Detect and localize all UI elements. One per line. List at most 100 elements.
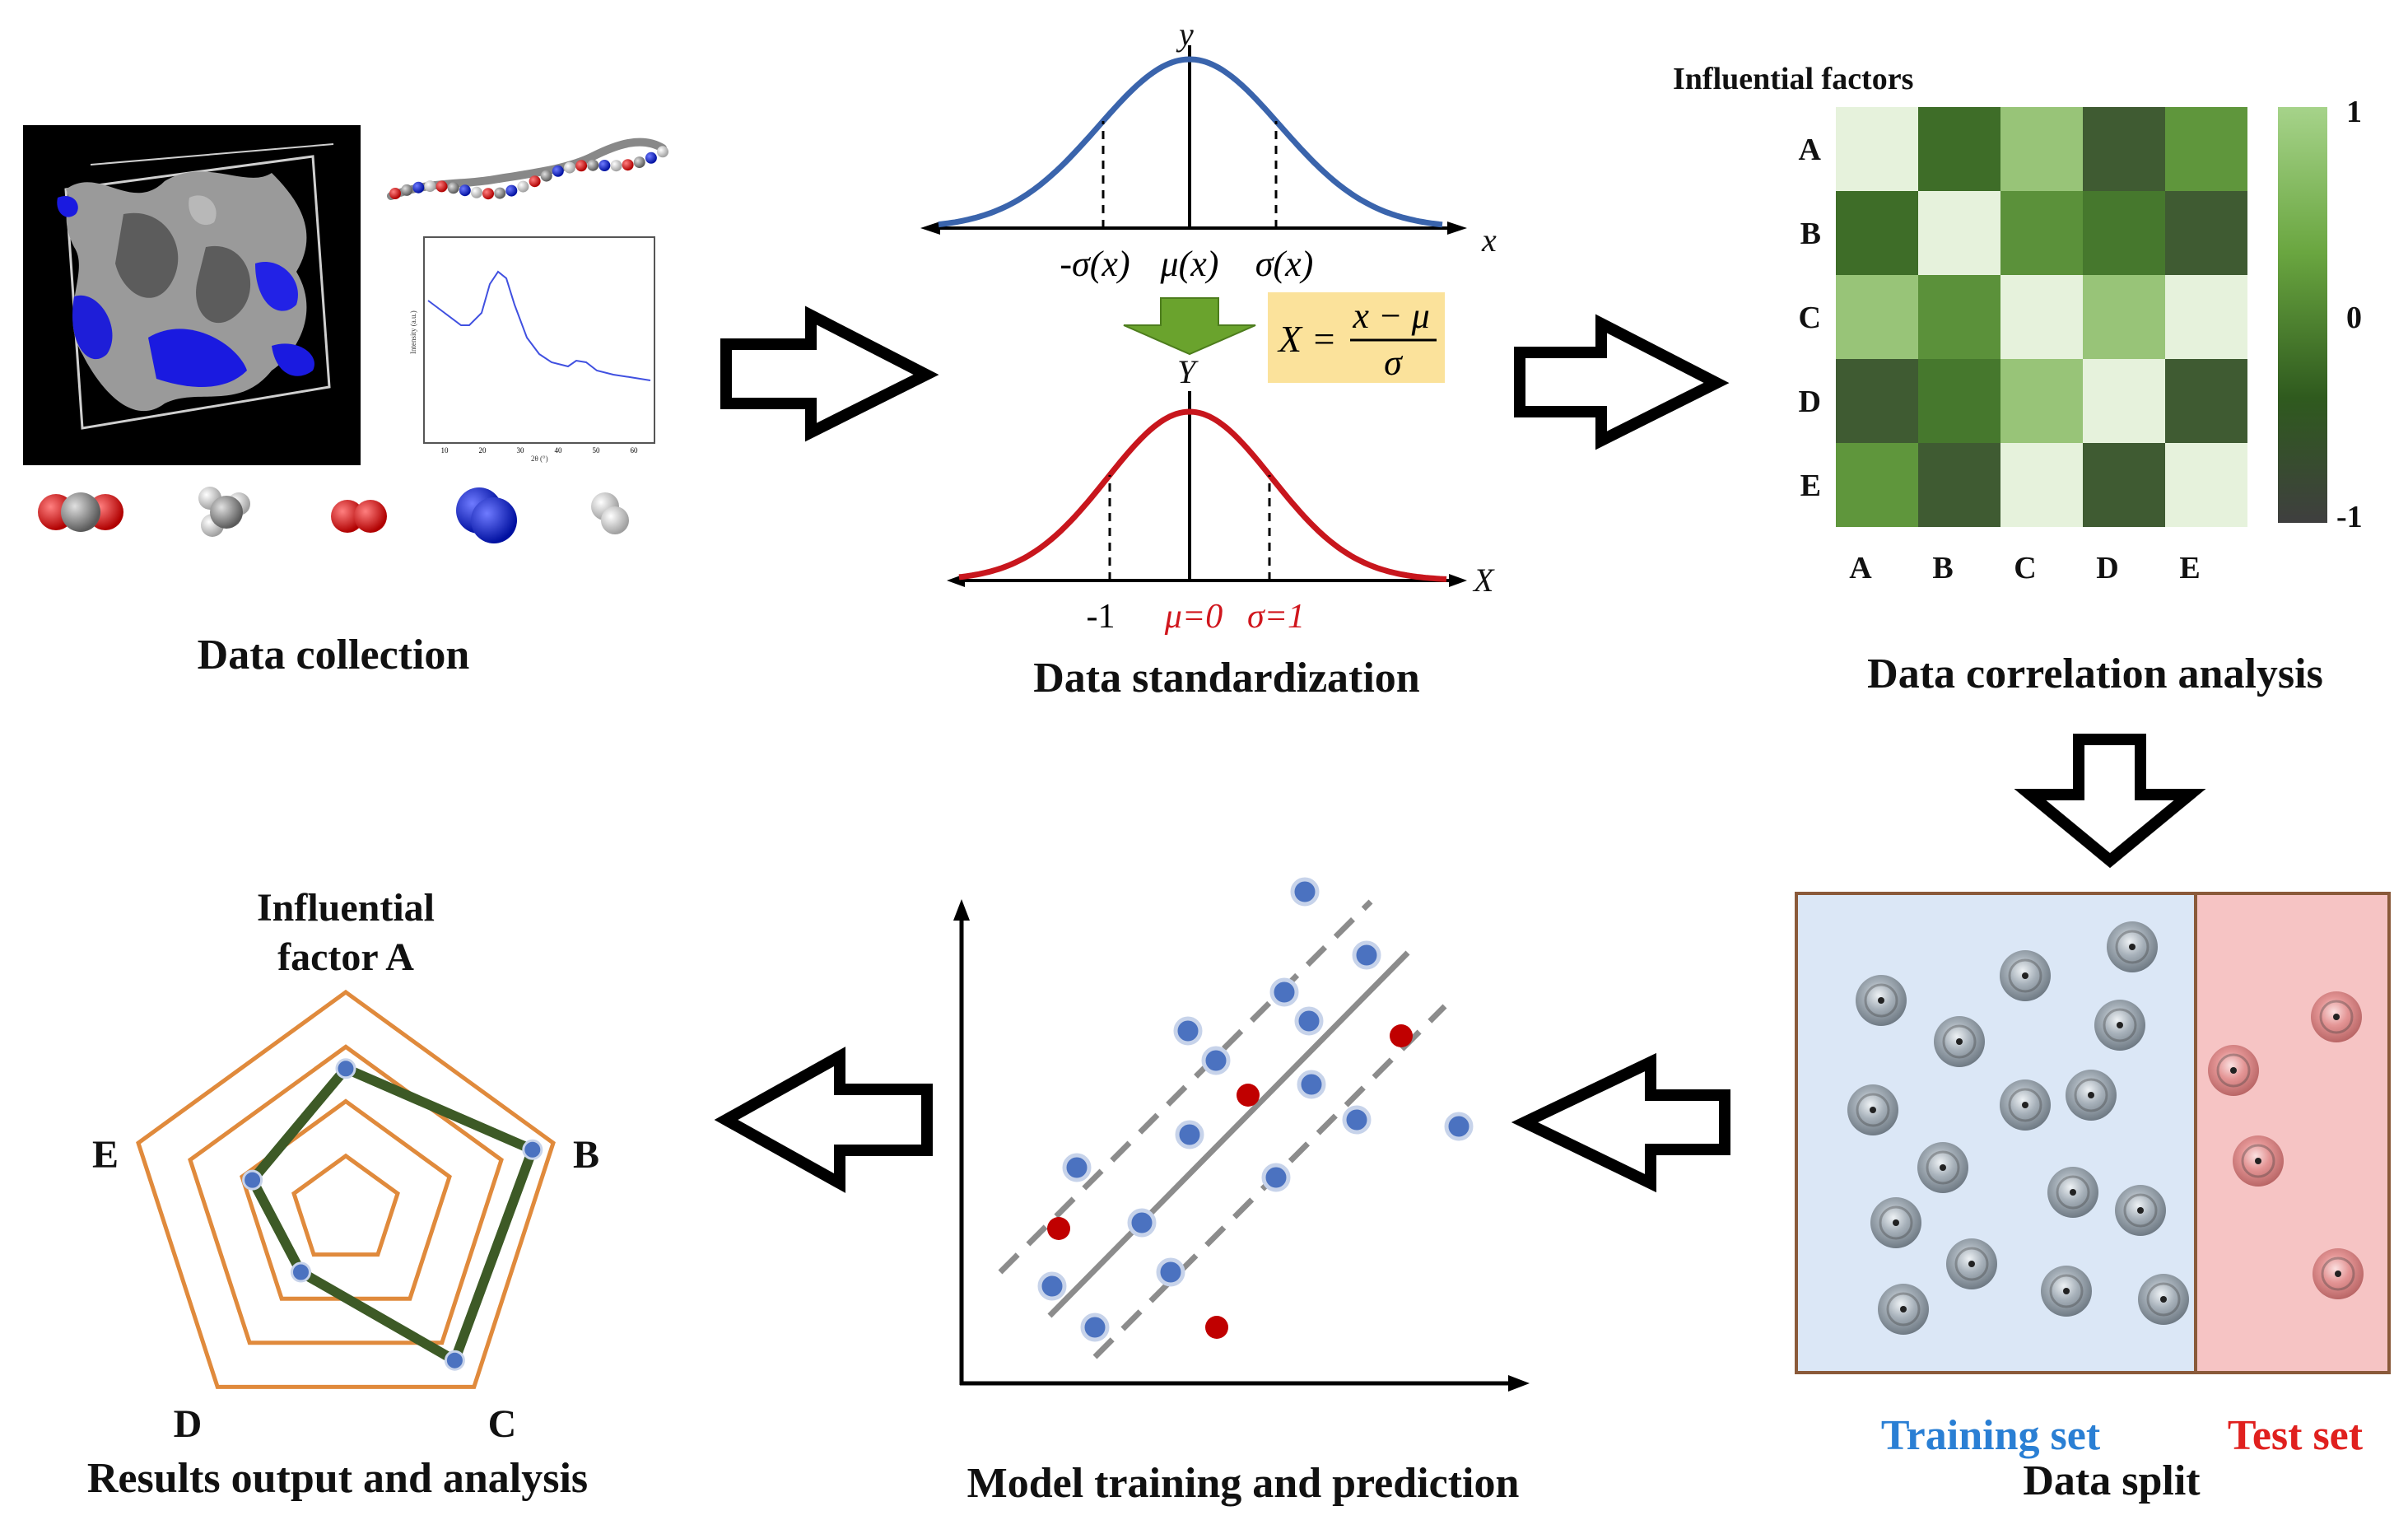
test-set-label: Test set bbox=[2228, 1412, 2364, 1459]
radar-grid bbox=[136, 989, 556, 1389]
heatmap-cell bbox=[1918, 107, 2000, 191]
chain-atom bbox=[505, 184, 518, 197]
flow-arrow-standardization-to-correlation bbox=[1514, 314, 1730, 450]
xrd-y-label: Intensity (a.u.) bbox=[409, 310, 417, 354]
heatmap-cell bbox=[1836, 107, 1918, 191]
heatmap-heading: Influential factors bbox=[1673, 62, 1913, 96]
bottom-curve-y-label: Y bbox=[1177, 353, 1199, 390]
model-training-panel: Model training and prediction bbox=[953, 877, 1530, 1507]
heatmap-row-label: A bbox=[1799, 133, 1822, 167]
chain-atom bbox=[517, 180, 529, 193]
xrd-x-label: 2θ (°) bbox=[531, 455, 548, 463]
radar-axis-b-label: B bbox=[573, 1133, 599, 1177]
test-samples bbox=[2208, 991, 2364, 1299]
tick-mu-zero: μ=0 bbox=[1164, 598, 1223, 636]
radar-axis-d-label: D bbox=[174, 1402, 203, 1446]
radar-ring bbox=[136, 989, 556, 1389]
xrd-tick: 60 bbox=[631, 446, 639, 455]
heatmap-row-label: D bbox=[1799, 385, 1821, 419]
results-panel: Influential factor A B C D E Results out… bbox=[87, 886, 599, 1502]
chain-atom bbox=[435, 180, 448, 193]
training-sample-dot bbox=[1878, 1284, 1929, 1335]
heatmap-col-label: C bbox=[2014, 551, 2036, 585]
heatmap-cell bbox=[1918, 359, 2000, 443]
chain-atom bbox=[552, 165, 564, 177]
chain-atom bbox=[459, 184, 471, 197]
stage-title-data-correlation: Data correlation analysis bbox=[1867, 650, 2323, 697]
h2-molecule-icon bbox=[591, 492, 629, 534]
training-sample-dot bbox=[1870, 1197, 1921, 1248]
training-point bbox=[1352, 940, 1381, 970]
training-sample-dot bbox=[2115, 1185, 2166, 1236]
training-point bbox=[1175, 1120, 1204, 1149]
stage-title-data-split: Data split bbox=[2023, 1457, 2201, 1504]
heatmap-cell bbox=[1918, 191, 2000, 275]
prediction-scatter bbox=[1037, 877, 1474, 1342]
chain-atom bbox=[447, 182, 459, 194]
heatmap-col-label: E bbox=[2179, 551, 2200, 585]
stage-title-data-collection: Data collection bbox=[198, 632, 470, 678]
training-point bbox=[1444, 1112, 1474, 1141]
upper-bound-dashed bbox=[998, 899, 1373, 1275]
tick-sigma: σ(x) bbox=[1255, 244, 1314, 284]
flow-arrow-split-to-training bbox=[1511, 1052, 1730, 1193]
training-sample-dot bbox=[1934, 1016, 1985, 1067]
heatmap-cell bbox=[2165, 275, 2247, 359]
radar-ring bbox=[291, 1153, 400, 1257]
test-point bbox=[1390, 1024, 1413, 1047]
training-point bbox=[1342, 1105, 1372, 1135]
chain-atom bbox=[529, 175, 541, 188]
heatmap-cell bbox=[2083, 359, 2165, 443]
heatmap-cell bbox=[2000, 191, 2083, 275]
tick-minus-one: -1 bbox=[1087, 598, 1116, 636]
test-set-region bbox=[2194, 892, 2391, 1374]
bottom-curve-x-label: X bbox=[1472, 562, 1495, 599]
training-sample-dot bbox=[2041, 1266, 2092, 1317]
radar-point bbox=[242, 1169, 263, 1191]
flow-arrow-collection-to-standardization bbox=[720, 305, 939, 442]
training-point bbox=[1201, 1046, 1231, 1075]
chain-atom bbox=[575, 160, 588, 172]
training-sample-dot bbox=[2000, 1079, 2051, 1131]
training-point bbox=[1080, 1313, 1110, 1342]
chain-atom bbox=[482, 188, 494, 200]
heatmap-cell bbox=[2165, 359, 2247, 443]
xrd-tick: 20 bbox=[479, 446, 487, 455]
heatmap-col-label: B bbox=[1932, 551, 1953, 585]
formula-numerator: x − μ bbox=[1352, 296, 1429, 336]
test-sample-dot bbox=[2311, 991, 2362, 1042]
flow-arrow-correlation-to-split bbox=[2014, 734, 2206, 869]
heatmap-cell bbox=[1918, 443, 2000, 527]
test-point bbox=[1237, 1084, 1260, 1107]
tick-sigma-one: σ=1 bbox=[1247, 598, 1305, 636]
pore-structure-blobs bbox=[57, 143, 334, 430]
chain-atom bbox=[412, 181, 425, 193]
o2-molecule-icon bbox=[331, 500, 387, 533]
heatmap-cell bbox=[1918, 275, 2000, 359]
heatmap-cell bbox=[2165, 443, 2247, 527]
training-sample-dot bbox=[1847, 1084, 1898, 1135]
chain-atom bbox=[540, 170, 552, 182]
xrd-tick: 50 bbox=[593, 446, 601, 455]
data-split-panel: Training set Test set Data split bbox=[1795, 892, 2391, 1504]
test-sample-dot bbox=[2233, 1135, 2284, 1187]
radar-polygon bbox=[247, 1063, 538, 1366]
xrd-pattern-line bbox=[427, 270, 651, 381]
chain-atom bbox=[564, 161, 575, 174]
training-point bbox=[1261, 1163, 1291, 1192]
heatmap-cell bbox=[2083, 191, 2165, 275]
radar-axis-a-line2: factor A bbox=[277, 935, 414, 979]
chain-atom bbox=[494, 187, 506, 199]
training-point bbox=[1062, 1153, 1092, 1182]
training-set-label: Training set bbox=[1881, 1412, 2101, 1459]
training-sample-dot bbox=[1856, 975, 1907, 1026]
chain-atom bbox=[599, 160, 611, 171]
radar-axis-e-label: E bbox=[92, 1133, 119, 1177]
training-sample-dot bbox=[2138, 1274, 2189, 1325]
radar-axis-a-line1: Influential bbox=[257, 886, 435, 930]
training-sample-dot bbox=[2107, 921, 2158, 972]
training-sample-dot bbox=[2047, 1167, 2098, 1218]
